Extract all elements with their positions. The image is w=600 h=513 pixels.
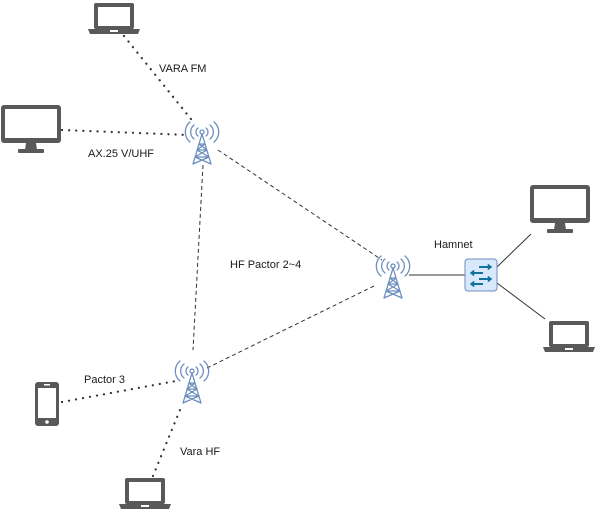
label-vara-fm: VARA FM (159, 63, 206, 75)
links (60, 34, 546, 478)
tower-3[interactable] (174, 360, 210, 404)
radio-tower-icon (375, 255, 411, 299)
link-vara-hf[interactable] (151, 403, 184, 478)
label-pactor3: Pactor 3 (84, 374, 125, 386)
phone[interactable] (35, 382, 59, 426)
link-switch-laptop[interactable] (496, 282, 546, 320)
link-tower1-tower2[interactable] (217, 149, 383, 261)
desktop-left[interactable] (1, 105, 61, 153)
link-ax25[interactable] (60, 128, 190, 137)
label-vara-hf: Vara HF (180, 446, 220, 458)
laptop-bottom[interactable] (119, 478, 171, 509)
laptop-icon (119, 478, 171, 509)
link-switch-desktop[interactable] (496, 233, 532, 268)
label-ax25: AX.25 V/UHF (88, 148, 154, 160)
label-hamnet: Hamnet (434, 239, 473, 251)
laptop-icon (88, 3, 140, 34)
smartphone-icon (35, 382, 59, 426)
radio-tower-icon (174, 360, 210, 404)
tower-2[interactable] (375, 255, 411, 299)
link-pactor3[interactable] (60, 379, 178, 404)
link-vara-fm[interactable] (122, 34, 197, 126)
network-switch[interactable] (464, 258, 498, 292)
desktop-icon (1, 105, 61, 153)
desktop-icon (530, 185, 590, 233)
label-hf-pactor: HF Pactor 2~4 (230, 259, 301, 271)
laptop-icon (543, 321, 595, 352)
link-tower3-tower2[interactable] (206, 284, 377, 369)
link-tower1-tower3[interactable] (192, 164, 204, 351)
laptop-right[interactable] (543, 321, 595, 352)
desktop-right[interactable] (530, 185, 590, 233)
network-switch-icon (464, 258, 498, 292)
radio-tower-icon (184, 121, 220, 165)
tower-1[interactable] (184, 121, 220, 165)
laptop-top[interactable] (88, 3, 140, 34)
